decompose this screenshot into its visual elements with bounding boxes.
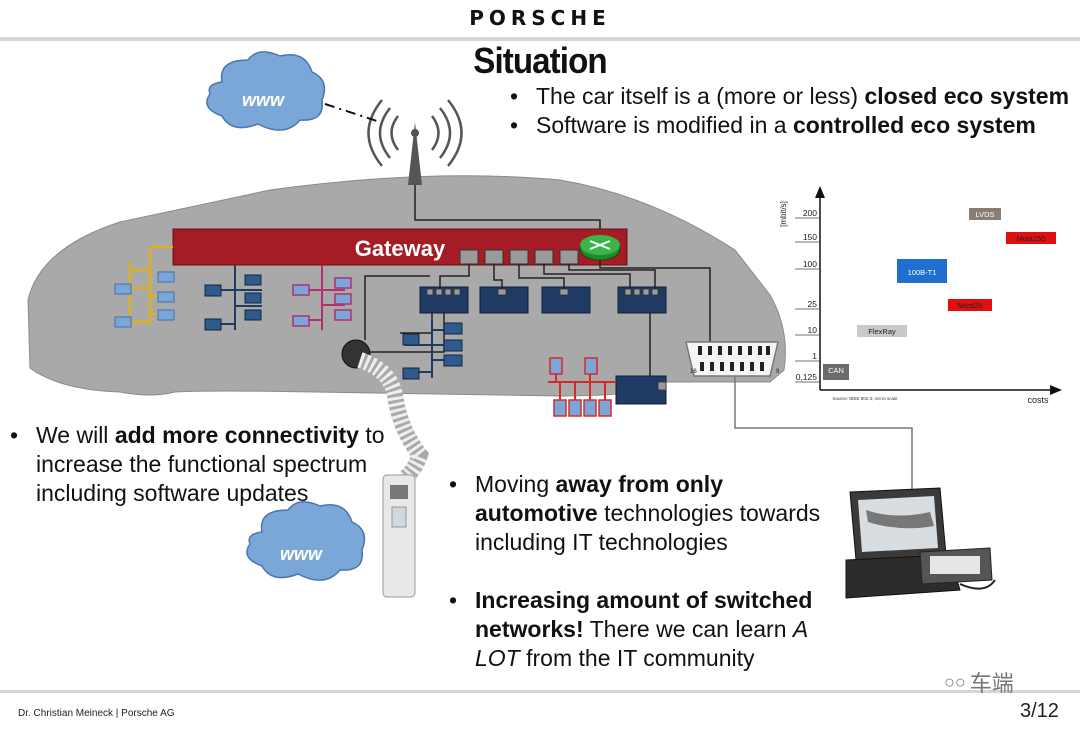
slide-title: Situation bbox=[473, 40, 607, 81]
chart-point-flexray bbox=[857, 325, 907, 337]
obd-pin-right: 9 bbox=[776, 369, 780, 375]
gateway-ports bbox=[459, 249, 579, 265]
header-divider bbox=[0, 37, 1080, 41]
bullet-text: Software is modified in a bbox=[536, 112, 793, 138]
charging-cable bbox=[341, 339, 429, 485]
cloud-top-label: www bbox=[242, 90, 285, 110]
bandwidth-cost-chart: [mbit/s] costs Source: IEEE 802.3; not t… bbox=[779, 186, 1062, 405]
bullet-text: add more connectivity bbox=[114, 422, 359, 448]
footer-divider bbox=[0, 690, 1080, 693]
chart-point-most25 bbox=[948, 299, 992, 311]
chart-point-label: CAN bbox=[828, 366, 844, 375]
bullet-text: technologies towards including IT techno… bbox=[475, 500, 821, 555]
chart-tick-label: 150 bbox=[803, 232, 817, 242]
bullet-text: The car itself is a (more or less) bbox=[536, 83, 865, 109]
brand-logo: PORSCHE bbox=[469, 6, 611, 30]
bullet-item: Increasing amount of switched networks! … bbox=[449, 586, 849, 673]
chart-ylabel: [mbit/s] bbox=[779, 201, 788, 227]
car-silhouette bbox=[27, 175, 786, 397]
bullet-item: Moving away from only automotive technol… bbox=[449, 470, 849, 557]
chart-point-100b-t1 bbox=[897, 259, 947, 283]
chart-point-label: Most25 bbox=[958, 301, 983, 310]
bullet-text: A LOT bbox=[475, 616, 808, 671]
bullet-text: to increase the functional spectrum incl… bbox=[36, 422, 385, 506]
watermark-text: 车端 bbox=[969, 671, 1014, 696]
bullet-list-left: We will add more connectivity to increas… bbox=[10, 421, 390, 508]
chart-point-most150 bbox=[1006, 232, 1056, 244]
chart-tick-label: 200 bbox=[803, 208, 817, 218]
wechat-icon: ○○ bbox=[944, 671, 966, 692]
bullet-item: Software is modified in a controlled eco… bbox=[510, 111, 1070, 140]
bullet-item: We will add more connectivity to increas… bbox=[10, 421, 390, 508]
charging-station bbox=[382, 474, 416, 598]
antenna-icon bbox=[367, 99, 463, 185]
chart-point-lvds bbox=[969, 208, 1001, 220]
bullet-text: away from only automotive bbox=[475, 471, 723, 526]
chart-note: Source: IEEE 802.3; not to scale bbox=[832, 396, 898, 401]
chart-tick-label: 100 bbox=[803, 259, 817, 269]
page-number: 3/12 bbox=[1020, 700, 1059, 722]
chart-tick-label: 10 bbox=[808, 325, 818, 335]
chart-tick-label: 25 bbox=[808, 299, 818, 309]
bullet-item: The car itself is a (more or less) close… bbox=[510, 82, 1070, 111]
chart-point-label: Most150 bbox=[1017, 234, 1046, 243]
chart-xlabel: costs bbox=[1027, 395, 1049, 405]
bullet-text: closed eco system bbox=[864, 83, 1070, 109]
router-icon bbox=[579, 235, 621, 261]
bullet-text: There we can learn bbox=[583, 616, 793, 642]
gateway-label: Gateway bbox=[355, 236, 446, 261]
bullet-text: We will bbox=[36, 422, 115, 448]
footer-author: Dr. Christian Meineck | Porsche AG bbox=[18, 708, 175, 719]
switch-boxes bbox=[419, 286, 667, 405]
bullet-text: controlled eco system bbox=[792, 112, 1036, 138]
chart-tick-label: 0,125 bbox=[796, 372, 818, 382]
diagnostic-laptop-icon bbox=[845, 487, 996, 599]
obd-connector: 16 9 bbox=[685, 341, 780, 377]
bullet-text: from the IT community bbox=[519, 645, 755, 671]
chart-point-label: LVDS bbox=[975, 210, 994, 219]
chart-point-can bbox=[823, 364, 849, 380]
chart-point-label: 100B-T1 bbox=[908, 268, 937, 277]
cloud-bottom-label: www bbox=[280, 544, 323, 564]
watermark: ○○ 车端 bbox=[944, 666, 1014, 698]
bullet-list-top: The car itself is a (more or less) close… bbox=[510, 82, 1070, 140]
cloud-www-bottom: www bbox=[246, 501, 366, 581]
obd-pin-left: 16 bbox=[690, 369, 697, 375]
chart-point-label: FlexRay bbox=[868, 327, 896, 336]
chart-ytick-group: 0,125 1 10 25 100 150 200 bbox=[795, 208, 820, 383]
cloud-www-top: www bbox=[206, 51, 326, 131]
chart-tick-label: 1 bbox=[812, 351, 817, 361]
bullet-list-middle: Moving away from only automotive technol… bbox=[449, 470, 849, 702]
bullet-text: Moving bbox=[475, 471, 556, 497]
bullet-text: Increasing amount of switched networks! bbox=[475, 587, 813, 642]
